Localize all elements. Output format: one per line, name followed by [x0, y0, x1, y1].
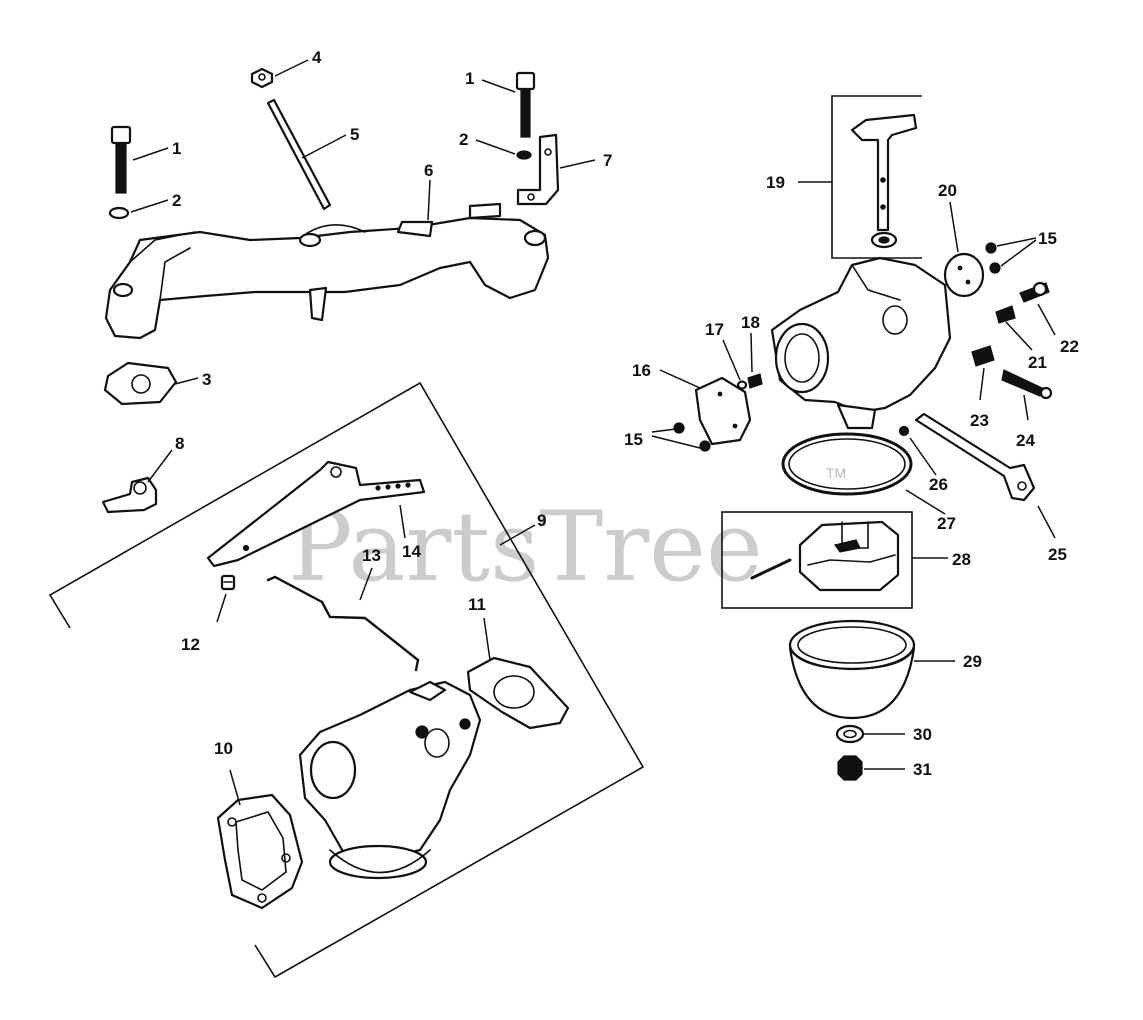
callout-18: 18 — [741, 313, 760, 332]
bolt-left[interactable] — [110, 125, 132, 194]
carburetor-assembled[interactable] — [298, 680, 482, 880]
throttle-link-rod[interactable] — [266, 575, 420, 672]
throttle-lever[interactable] — [206, 460, 426, 568]
throttle-spring-ball[interactable] — [736, 380, 748, 390]
callout-6: 6 — [424, 161, 433, 180]
callout-29: 29 — [963, 652, 982, 671]
watermark-trademark: TM — [826, 465, 846, 481]
callout-12: 12 — [181, 635, 200, 654]
callout-31: 31 — [913, 760, 932, 779]
choke-plate[interactable] — [943, 252, 985, 298]
idle-speed-screw[interactable] — [1019, 281, 1050, 303]
washer-left[interactable] — [108, 206, 130, 220]
throttle-spring[interactable] — [747, 373, 763, 389]
callout-16: 16 — [632, 361, 651, 380]
throttle-plate[interactable] — [694, 376, 752, 446]
callout-labels: 1 2 3 4 5 1 2 6 7 8 9 10 11 12 13 14 15 … — [172, 48, 1079, 779]
callout-15-upper: 15 — [1038, 229, 1057, 248]
callout-24: 24 — [1016, 431, 1035, 450]
choke-shaft[interactable] — [850, 113, 918, 249]
callout-17: 17 — [705, 320, 724, 339]
callout-4: 4 — [312, 48, 322, 67]
callout-10: 10 — [214, 739, 233, 758]
callout-14: 14 — [402, 542, 421, 561]
callout-19: 19 — [766, 173, 785, 192]
idle-mixture-screw[interactable] — [1001, 369, 1053, 400]
callout-2-right: 2 — [459, 130, 468, 149]
float-pin[interactable] — [750, 558, 792, 580]
throttle-shaft-screw[interactable] — [898, 425, 910, 437]
carburetor-gasket-top[interactable] — [466, 656, 570, 730]
manifold-gasket[interactable] — [103, 361, 178, 406]
intake-manifold[interactable] — [104, 202, 550, 340]
callout-22: 22 — [1060, 337, 1079, 356]
plate-screws-lower[interactable] — [673, 422, 711, 452]
callout-20: 20 — [938, 181, 957, 200]
float[interactable] — [798, 520, 900, 592]
carburetor-assembly-frame — [48, 381, 645, 979]
callout-1-right: 1 — [465, 69, 474, 88]
float-kit-frame — [721, 511, 913, 609]
bowl-drain-screw[interactable] — [837, 755, 863, 781]
callout-27: 27 — [937, 514, 956, 533]
elbow-fitting[interactable] — [101, 476, 158, 514]
float-bowl[interactable] — [788, 619, 916, 720]
bowl-gasket[interactable] — [781, 432, 913, 496]
stud[interactable] — [266, 98, 332, 211]
mixture-spring[interactable] — [971, 345, 995, 367]
callout-2-left: 2 — [172, 191, 181, 210]
callout-30: 30 — [913, 725, 932, 744]
callout-5: 5 — [350, 125, 359, 144]
lever-screw[interactable] — [220, 574, 236, 591]
callout-8: 8 — [175, 434, 184, 453]
watermark-text: PartsTree — [288, 491, 763, 603]
callout-26: 26 — [929, 475, 948, 494]
washer-right[interactable] — [516, 150, 532, 160]
idle-spring[interactable] — [995, 305, 1016, 324]
callout-3: 3 — [202, 370, 211, 389]
plate-screws-upper[interactable] — [985, 242, 1001, 274]
callout-21: 21 — [1028, 353, 1047, 372]
bowl-washer[interactable] — [835, 724, 865, 744]
callout-13: 13 — [362, 546, 381, 565]
mounting-bracket[interactable] — [516, 133, 560, 206]
bolt-right[interactable] — [515, 71, 536, 138]
callout-25: 25 — [1048, 545, 1067, 564]
callout-23: 23 — [970, 411, 989, 430]
carburetor-gasket-bottom[interactable] — [216, 793, 304, 910]
callout-15-lower: 15 — [624, 430, 643, 449]
callout-7: 7 — [603, 151, 612, 170]
callout-28: 28 — [952, 550, 971, 569]
throttle-shaft[interactable] — [914, 412, 1036, 502]
stud-nut[interactable] — [250, 67, 274, 89]
carburetor-body[interactable] — [770, 256, 952, 430]
callout-11: 11 — [468, 595, 486, 614]
callout-9: 9 — [537, 511, 546, 530]
leader-lines — [130, 59, 1056, 806]
callout-1-left: 1 — [172, 139, 181, 158]
